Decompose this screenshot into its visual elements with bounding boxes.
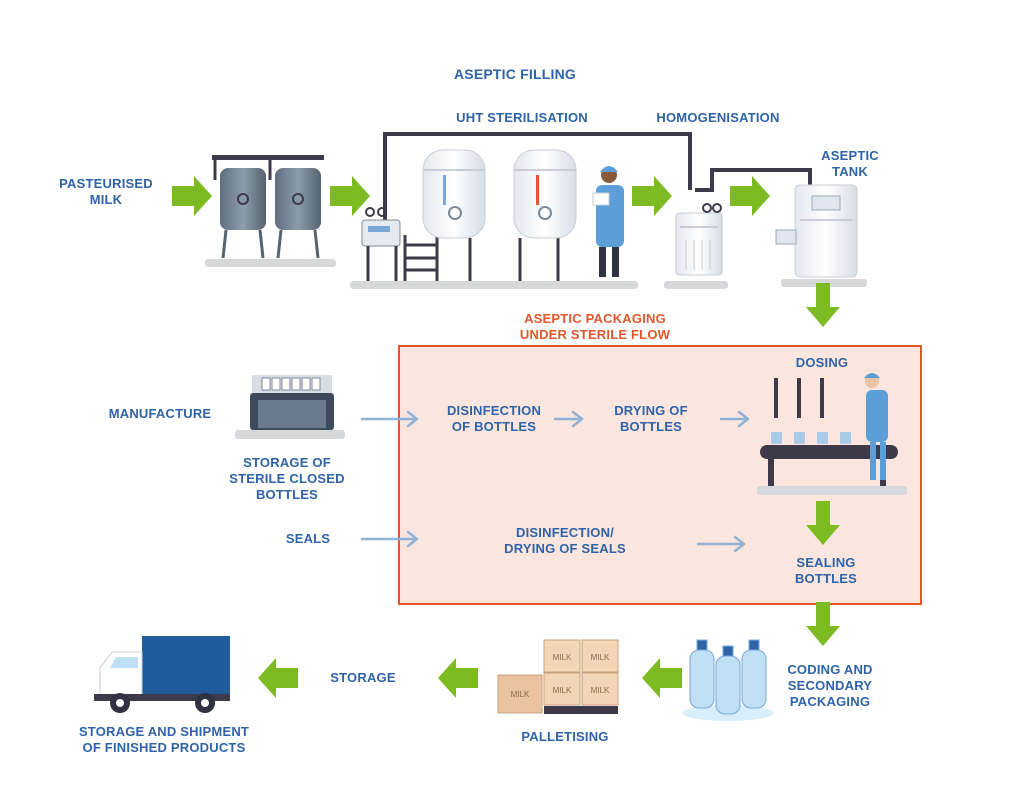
label-line: SEALING bbox=[796, 555, 856, 570]
label-line: BOTTLES bbox=[619, 419, 683, 434]
box-label: MILK bbox=[591, 653, 610, 662]
label-line: DRYING OF bbox=[614, 403, 688, 418]
label-uht-sterilisation: UHT STERILISATION bbox=[456, 110, 588, 125]
delivery-truck bbox=[94, 636, 230, 713]
sterile-zone-box bbox=[398, 345, 922, 605]
label-drying-bottles: DRYING OF BOTTLES bbox=[596, 403, 706, 435]
label-line: OF BOTTLES bbox=[451, 419, 537, 434]
label-storage-shipment: STORAGE AND SHIPMENT OF FINISHED PRODUCT… bbox=[62, 724, 266, 756]
label-line: OF FINISHED PRODUCTS bbox=[82, 740, 246, 755]
label-line: UNDER STERILE FLOW bbox=[519, 327, 671, 342]
box-label: MILK bbox=[553, 653, 572, 662]
label-line: BOTTLES bbox=[255, 487, 319, 502]
box-label: MILK bbox=[511, 690, 530, 699]
blue-flow-arrows bbox=[360, 410, 750, 553]
label-storage: STORAGE bbox=[330, 670, 396, 685]
label-line: DRYING OF SEALS bbox=[504, 541, 626, 556]
label-line: MILK bbox=[89, 192, 123, 207]
diagram-title: ASEPTIC FILLING bbox=[454, 66, 576, 82]
label-seal-treatment: DISINFECTION/ DRYING OF SEALS bbox=[480, 525, 650, 557]
label-sealing-bottles: SEALING BOTTLES bbox=[776, 555, 876, 587]
label-disinfection-bottles: DISINFECTION OF BOTTLES bbox=[432, 403, 556, 435]
label-aseptic-tank: ASEPTIC TANK bbox=[800, 148, 900, 180]
label-line: PACKAGING bbox=[789, 694, 871, 709]
label-coding-packaging: CODING AND SECONDARY PACKAGING bbox=[770, 662, 890, 710]
dosing-line bbox=[760, 373, 898, 486]
homogeniser-unit bbox=[675, 203, 723, 276]
palletised-boxes: MILK MILK MILK MILK MILK bbox=[497, 639, 619, 714]
steel-storage-tanks bbox=[212, 155, 324, 259]
label-manufacture: MANUFACTURE bbox=[108, 406, 212, 421]
milk-bottles bbox=[682, 639, 774, 721]
label-line: BOTTLES bbox=[794, 571, 858, 586]
floor-platforms bbox=[205, 259, 907, 495]
label-homogenisation: HOMOGENISATION bbox=[656, 110, 780, 125]
label-line: PASTEURISED bbox=[59, 176, 153, 191]
process-pipes bbox=[383, 132, 812, 235]
label-line: STORAGE AND SHIPMENT bbox=[78, 724, 250, 739]
operator-figure bbox=[592, 166, 624, 277]
label-line: ASEPTIC bbox=[821, 148, 879, 163]
box-label: MILK bbox=[591, 686, 610, 695]
label-palletising: PALLETISING bbox=[521, 729, 609, 744]
bottle-storage-machine bbox=[250, 375, 334, 430]
label-line: STORAGE OF bbox=[243, 455, 331, 470]
label-line: TANK bbox=[832, 164, 868, 179]
box-label: MILK bbox=[553, 686, 572, 695]
uht-sterilisation-unit bbox=[361, 149, 577, 281]
label-line: ASEPTIC PACKAGING bbox=[524, 311, 666, 326]
label-pasteurised-milk: PASTEURISED MILK bbox=[50, 176, 162, 208]
label-line: SECONDARY bbox=[787, 678, 873, 693]
label-line: CODING AND bbox=[787, 662, 873, 677]
label-dosing: DOSING bbox=[795, 355, 849, 370]
label-aseptic-packaging: ASEPTIC PACKAGING UNDER STERILE FLOW bbox=[480, 311, 710, 343]
label-storage-sterile-bottles: STORAGE OF STERILE CLOSED BOTTLES bbox=[222, 455, 352, 503]
aseptic-tank-machine bbox=[775, 184, 858, 278]
green-flow-arrows bbox=[172, 176, 840, 698]
label-line: DISINFECTION/ bbox=[516, 525, 614, 540]
label-line: DISINFECTION bbox=[446, 403, 542, 418]
label-seals: SEALS bbox=[285, 531, 331, 546]
label-line: STERILE CLOSED bbox=[229, 471, 345, 486]
